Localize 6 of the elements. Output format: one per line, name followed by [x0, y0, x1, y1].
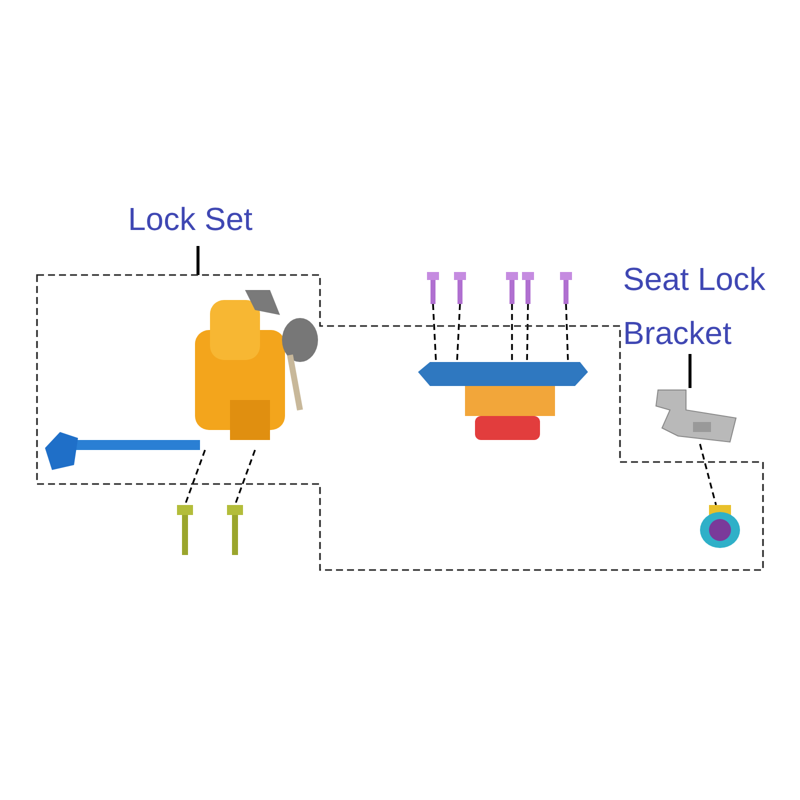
part-label: Seat Lock Bracket	[623, 252, 800, 360]
leader-line	[688, 354, 692, 388]
lock-button-drawing	[700, 505, 740, 548]
part-label: Lock Set	[128, 192, 288, 246]
leader-line	[196, 246, 200, 275]
assembly-line	[699, 444, 717, 506]
